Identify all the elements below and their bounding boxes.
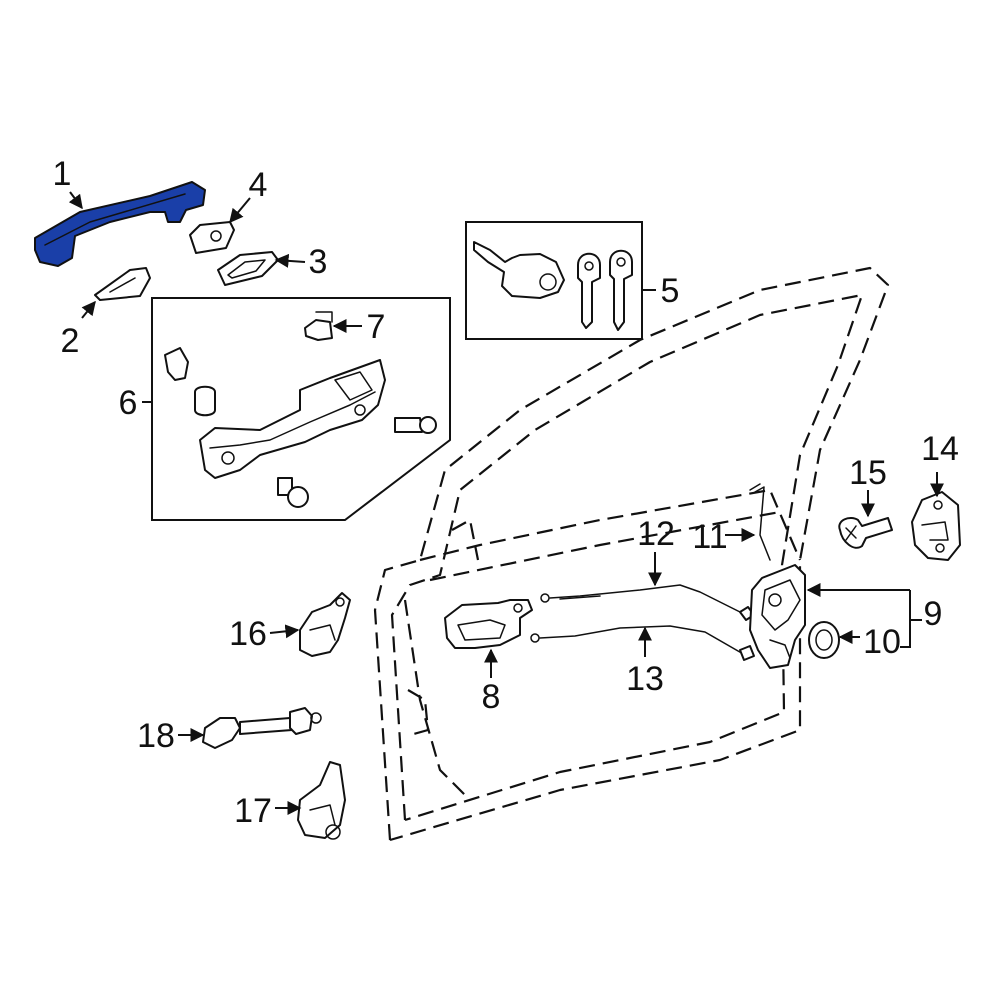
part-6-box <box>151 297 451 521</box>
callout-5: 5 <box>661 272 680 310</box>
callout-6: 6 <box>119 384 138 422</box>
callout-16: 16 <box>229 615 267 653</box>
callout-11: 11 <box>692 518 727 556</box>
part-5-box <box>465 221 643 340</box>
callout-1: 1 <box>53 155 72 193</box>
callout-7: 7 <box>367 308 386 346</box>
part-3-gasket[interactable] <box>217 251 279 286</box>
callout-12: 12 <box>637 515 675 553</box>
part-5-lock-cylinder-keys[interactable] <box>473 241 633 331</box>
part-15-bolt[interactable] <box>838 517 893 549</box>
part-16-hinge[interactable] <box>299 592 351 657</box>
callout-18: 18 <box>137 717 175 755</box>
callout-17: 17 <box>234 792 272 830</box>
part-6-frame[interactable] <box>164 347 437 508</box>
callout-8: 8 <box>482 678 501 716</box>
part-1-outside-handle[interactable] <box>34 181 206 267</box>
part-11-rod[interactable] <box>749 483 771 561</box>
door-outline <box>373 266 890 842</box>
leader-lines <box>68 191 944 815</box>
callout-3: 3 <box>309 243 328 281</box>
callout-9: 9 <box>924 595 943 633</box>
part-13-release-cable[interactable] <box>530 625 755 661</box>
part-7-clip[interactable] <box>304 311 333 341</box>
part-12-lock-cable[interactable] <box>540 584 755 621</box>
part-2-handle-cap[interactable] <box>94 267 151 301</box>
part-17-lower-hinge[interactable] <box>297 761 346 840</box>
callout-2: 2 <box>61 322 80 360</box>
part-8-inside-handle[interactable] <box>444 599 533 649</box>
part-9-latch[interactable] <box>749 564 806 669</box>
part-14-striker[interactable] <box>911 491 961 561</box>
part-18-door-check[interactable] <box>202 707 322 749</box>
callout-13: 13 <box>626 660 664 698</box>
callout-15: 15 <box>849 454 887 492</box>
part-4-pad[interactable] <box>189 221 235 254</box>
part-10-seal[interactable] <box>808 621 840 659</box>
callout-14: 14 <box>921 430 959 468</box>
callout-4: 4 <box>249 166 268 204</box>
callout-10: 10 <box>863 623 901 661</box>
